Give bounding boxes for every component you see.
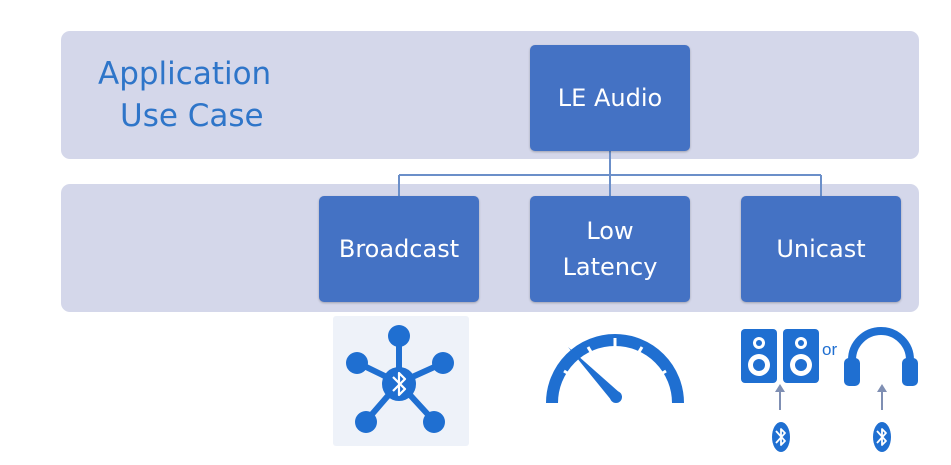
band-label-line1: Application bbox=[98, 56, 272, 92]
headphones-icon bbox=[844, 327, 918, 386]
unicast-or-text: or bbox=[822, 340, 838, 359]
speedometer-icon bbox=[546, 334, 684, 404]
unicast-node: Unicast bbox=[741, 196, 901, 302]
broadcast-label: Broadcast bbox=[338, 235, 460, 263]
le-audio-node: LE Audio bbox=[530, 45, 690, 151]
le-audio-label: LE Audio bbox=[557, 84, 663, 112]
bluetooth-icon bbox=[772, 422, 790, 452]
application-use-case-label: Application Use Case bbox=[98, 53, 271, 137]
low-latency-label-line1: Low bbox=[586, 217, 634, 245]
low-latency-label-line2: Latency bbox=[562, 253, 658, 281]
bluetooth-network-icon bbox=[346, 325, 454, 433]
unicast-arrows bbox=[775, 384, 887, 410]
low-latency-node: Low Latency bbox=[530, 196, 690, 302]
broadcast-node: Broadcast bbox=[319, 196, 479, 302]
application-use-case-band bbox=[61, 31, 919, 159]
unicast-label: Unicast bbox=[776, 235, 866, 263]
band-label-line2: Use Case bbox=[120, 98, 264, 134]
bluetooth-icon bbox=[873, 422, 891, 452]
speaker-icon bbox=[741, 329, 819, 383]
